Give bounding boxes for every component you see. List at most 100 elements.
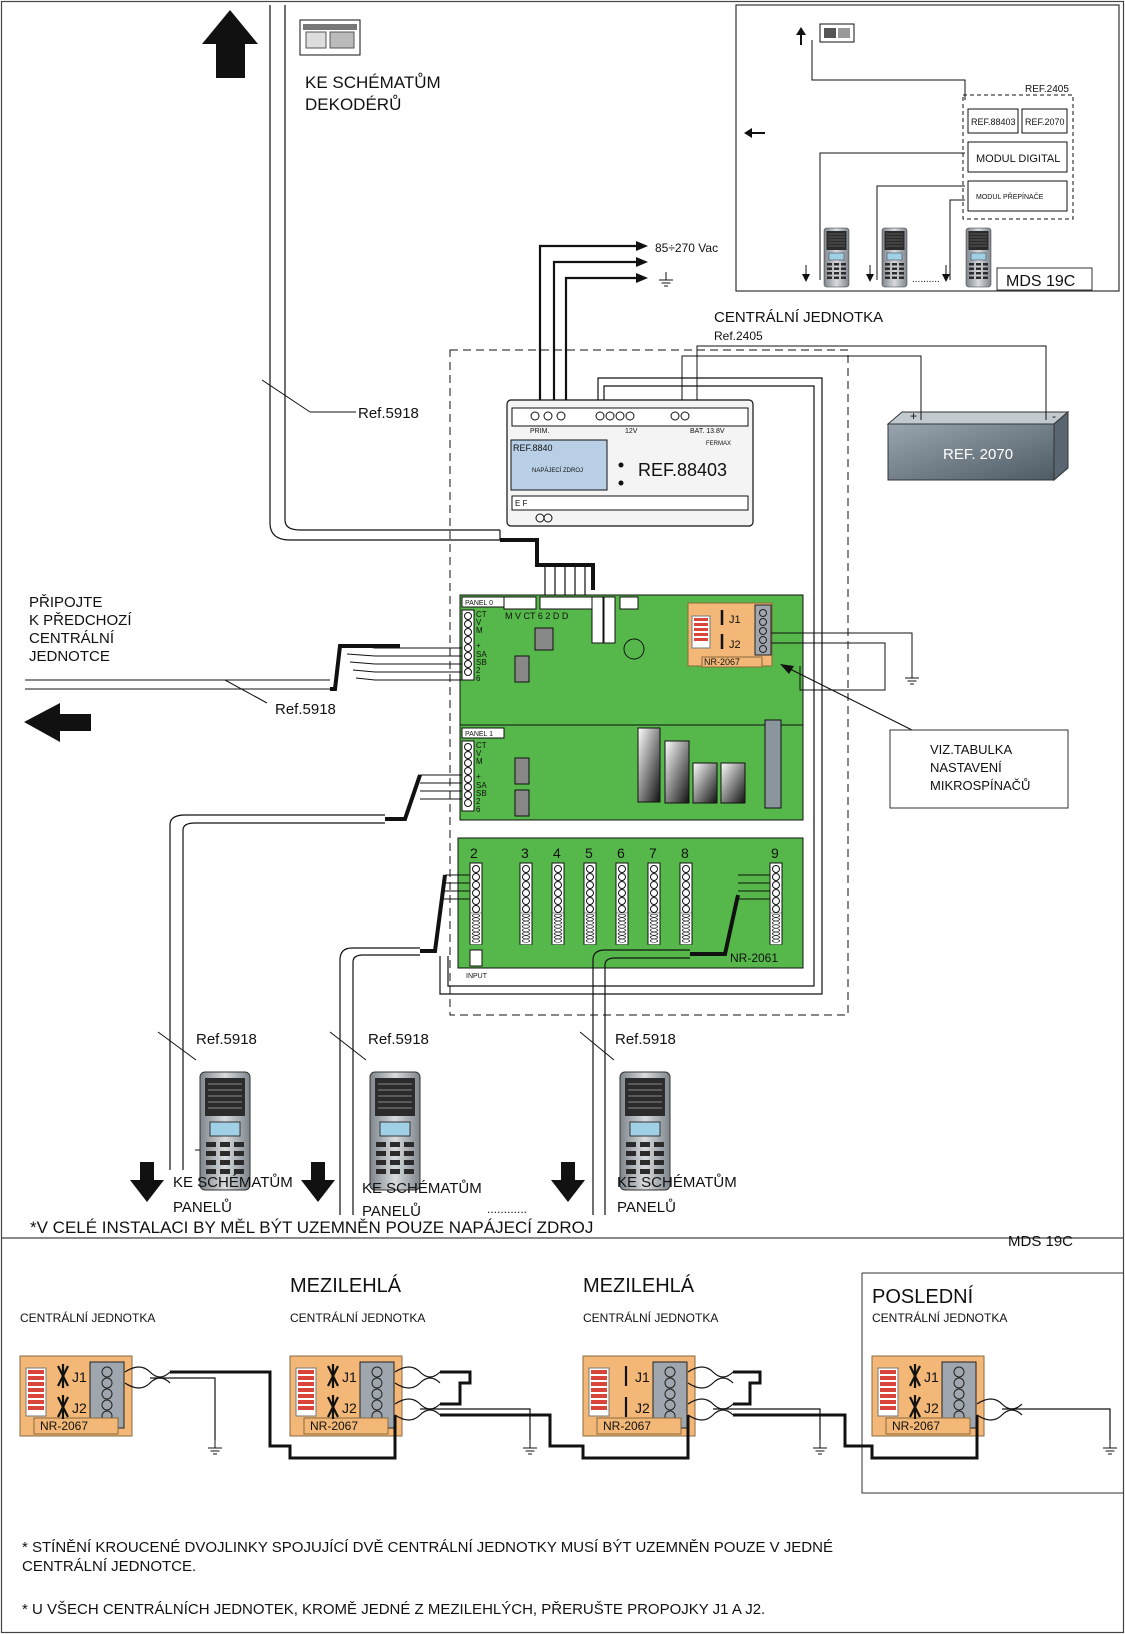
svg-text:V: V (476, 618, 482, 627)
psu-bat: BAT. 13.8V (690, 428, 725, 435)
down-arrow-icon-1 (130, 1162, 164, 1202)
inset-ref-a: REF.88403 (971, 117, 1016, 127)
up-arrow-icon (202, 10, 258, 78)
bottom-unit-type-2: MEZILEHLÁ (290, 1274, 402, 1297)
inset-modul-switch: MODUL PŘEPÍNAČE (976, 192, 1044, 201)
central-unit-title: CENTRÁLNÍ JEDNOTKA (714, 309, 883, 326)
panels-label-1b: PANELŮ (173, 1198, 232, 1216)
panels-label-3a: KE SCHÉMATŮM (617, 1173, 737, 1191)
cable-ref-3: Ref.5918 (615, 1031, 676, 1048)
left-connect-2: K PŘEDCHOZÍ (29, 612, 132, 629)
panel0-label: PANEL 0 (465, 600, 493, 607)
door-panel-1 (199, 1071, 251, 1191)
panels-label-2b: PANELŮ (362, 1202, 421, 1220)
panels-label-3b: PANELŮ (617, 1198, 676, 1216)
psu-ref-small: REF.8840 (513, 443, 553, 453)
bottom-unit-label-4: CENTRÁLNÍ JEDNOTKA (872, 1310, 1007, 1325)
bottom-note-2: * U VŠECH CENTRÁLNÍCH JEDNOTEK, KROMĚ JE… (22, 1601, 765, 1618)
psu-ref-big: REF.88403 (638, 460, 727, 480)
bottom-unit-type-3: MEZILEHLÁ (583, 1274, 695, 1297)
board-j2: J2 (729, 639, 741, 651)
power-input-label: 85÷270 Vac (655, 241, 718, 255)
expander-input: INPUT (466, 973, 488, 980)
inset-modul-digital: MODUL DIGITAL (976, 153, 1060, 165)
bottom-note-1: * STÍNĚNÍ KROUCENÉ DVOJLINKY SPOJUJÍCÍ D… (22, 1539, 833, 1556)
svg-text:2: 2 (476, 797, 481, 806)
down-arrow-icon-3 (551, 1162, 585, 1202)
cable-ref-left: Ref.5918 (275, 701, 336, 718)
svg-text:CT: CT (476, 741, 487, 750)
left-connect-4: JEDNOTCE (29, 648, 110, 665)
bottom-j2-1: J2 (72, 1400, 87, 1416)
cable-ref-2: Ref.5918 (368, 1031, 429, 1048)
psu-ef: E F (515, 499, 528, 508)
slot-8: 8 (681, 845, 689, 861)
slot-7: 7 (649, 845, 657, 861)
note-ground: *V CELÉ INSTALACI BY MĚL BÝT UZEMNĚN POU… (30, 1218, 593, 1237)
battery-plus: + (910, 409, 917, 423)
svg-text:2: 2 (476, 666, 481, 675)
svg-text:V: V (476, 749, 482, 758)
expander-label: NR-2061 (730, 951, 778, 965)
bottom-j2-3: J2 (635, 1400, 650, 1416)
svg-text:SB: SB (476, 658, 487, 667)
bottom-unit-label-3: CENTRÁLNÍ JEDNOTKA (583, 1310, 718, 1325)
cable-ref-1: Ref.5918 (196, 1031, 257, 1048)
slot-9: 9 (771, 845, 779, 861)
callout-box (889, 729, 1069, 809)
central-unit-frame (449, 349, 849, 1016)
inset-system: MDS 19C (1006, 273, 1075, 290)
decoder-icon (299, 19, 361, 56)
svg-text:M: M (476, 626, 483, 635)
svg-text:SB: SB (476, 789, 487, 798)
bottom-j1-1: J1 (72, 1369, 87, 1385)
slot-6: 6 (617, 845, 625, 861)
door-panel-3 (619, 1071, 671, 1191)
psu-brand: FERMAX (706, 441, 731, 447)
bottom-module-label-2: NR-2067 (310, 1419, 358, 1433)
svg-text:+: + (476, 772, 481, 781)
cable-ref-decoder: Ref.5918 (358, 405, 419, 422)
psu-prim: PRIM. (530, 428, 550, 435)
svg-text:+: + (476, 641, 481, 650)
bottom-module-label-4: NR-2067 (892, 1419, 940, 1433)
bottom-j1-4: J1 (924, 1369, 939, 1385)
inset-decoder-icon (819, 23, 855, 43)
inset-dots: .......... (912, 274, 940, 285)
svg-text:M: M (476, 757, 483, 766)
board-j1: J1 (729, 614, 741, 626)
inset-unit-frame (962, 94, 1074, 220)
bottom-module-label-1: NR-2067 (40, 1419, 88, 1433)
bottom-note-1b: CENTRÁLNÍ JEDNOTCE. (22, 1558, 196, 1575)
inset-up-arrow-icon (796, 27, 806, 45)
svg-text:CT: CT (476, 610, 487, 619)
left-arrow-icon (24, 703, 91, 742)
decoder-label-1: KE SCHÉMATŮM (305, 73, 441, 92)
svg-text:6: 6 (476, 805, 481, 814)
callout-2: NASTAVENÍ (930, 760, 1002, 775)
slot-3: 3 (521, 845, 529, 861)
slot-2: 2 (470, 845, 478, 861)
slot-5: 5 (585, 845, 593, 861)
svg-text:6: 6 (476, 674, 481, 683)
bottom-module-label-3: NR-2067 (603, 1419, 651, 1433)
mains-lines (538, 244, 640, 400)
slot-4: 4 (553, 845, 561, 861)
bottom-j1-3: J1 (635, 1369, 650, 1385)
inset-ref-main: REF.2405 (1025, 84, 1069, 95)
panel1-label: PANEL 1 (465, 731, 493, 738)
battery (886, 410, 1070, 482)
board-module: NR-2067 (704, 657, 740, 667)
panels-label-1a: KE SCHÉMATŮM (173, 1173, 293, 1191)
inset-ref-b: REF.2070 (1025, 117, 1065, 127)
panels-label-2a: KE SCHÉMATŮM (362, 1179, 482, 1197)
power-supply: PRIM. 12V BAT. 13.8V REF.8840 NAPÁJECÍ Z… (506, 399, 754, 527)
inset-left-arrow-icon (744, 128, 765, 138)
battery-label: REF. 2070 (943, 446, 1013, 463)
inset-down-arrows (802, 265, 950, 282)
psu-12v: 12V (625, 428, 638, 435)
bottom-j2-2: J2 (342, 1400, 357, 1416)
